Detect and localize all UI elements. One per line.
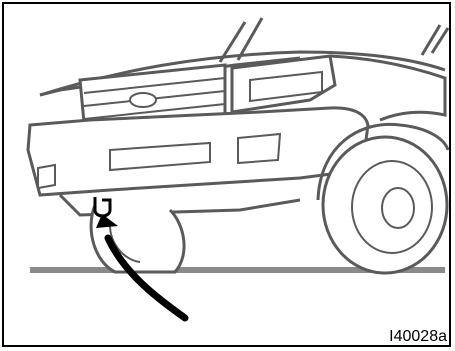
emblem <box>130 93 156 107</box>
fog-light-left <box>38 165 55 188</box>
front-right-hub <box>382 188 414 228</box>
figure-id-label: I40028a <box>389 329 447 345</box>
fog-light-right <box>238 134 280 163</box>
front-bumper <box>28 108 368 195</box>
rear-pillar <box>422 25 448 55</box>
